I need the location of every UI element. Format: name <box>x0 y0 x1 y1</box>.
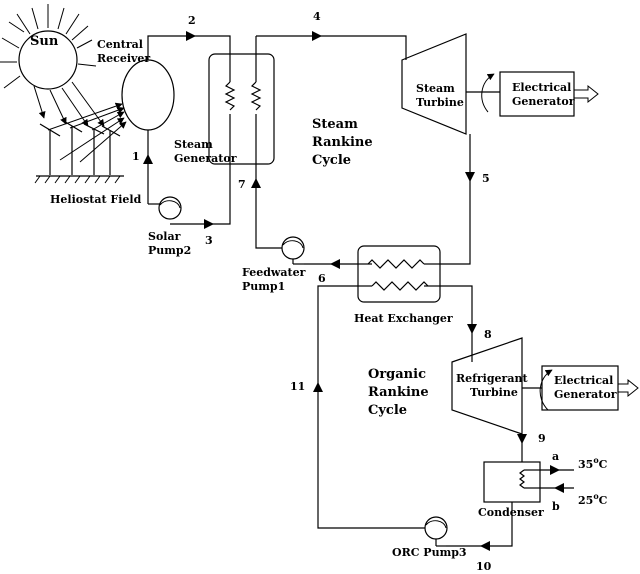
reflected-rays <box>47 102 127 163</box>
arrow-state-5 <box>465 172 475 182</box>
steam-rankine-label-line1: Steam <box>312 117 358 132</box>
steam-rankine-label-line2: Rankine <box>312 135 373 150</box>
organic-rankine-label-line2: Rankine <box>368 385 429 400</box>
electrical-generator-1 <box>499 71 575 117</box>
temp-b-unit: C <box>599 494 608 507</box>
solar-pump-label-line1: Solar <box>148 230 181 243</box>
heat-exchanger-label: Heat Exchanger <box>354 312 453 325</box>
steam-turbine-label-line1: Steam <box>416 82 455 95</box>
state-3-label: 3 <box>205 234 213 247</box>
cooling-water-in-b <box>540 483 574 493</box>
arrow-state-6 <box>330 259 340 269</box>
solar-rays <box>33 81 105 127</box>
state-10-label: 10 <box>476 560 492 573</box>
state-8-label: 8 <box>484 328 492 341</box>
temp-b-degree: o <box>593 491 599 501</box>
organic-rankine-label-line1: Organic <box>368 367 426 382</box>
temp-a-unit: C <box>599 458 608 471</box>
electrical-generator-1-label-line1: Electrical <box>512 81 571 94</box>
condenser-coil <box>519 469 540 489</box>
sun-icon <box>0 4 97 90</box>
temp-b-label: 25oC <box>578 491 608 507</box>
pipe-state-4 <box>256 35 407 60</box>
arrow-state-3 <box>204 219 214 229</box>
pipe-state-3 <box>170 160 231 225</box>
arrow-state-2 <box>186 31 196 41</box>
orc-pump-label: ORC Pump3 <box>392 546 467 559</box>
state-4-label: 4 <box>313 10 321 23</box>
arrow-state-11 <box>313 382 323 392</box>
state-7-label: 7 <box>238 178 246 191</box>
steam-turbine-label-line2: Turbine <box>416 96 464 109</box>
temp-a-label: 35oC <box>578 455 608 471</box>
pipe-state-5 <box>440 134 471 265</box>
temp-b-value: 25 <box>578 494 593 507</box>
electrical-generator-2 <box>541 365 619 411</box>
pipe-state-11 <box>317 285 425 529</box>
steam-generator-label-line1: Steam <box>174 138 213 151</box>
arrow-state-10 <box>480 541 490 551</box>
refrigerant-turbine-label-line1: Refrigerant <box>456 372 528 385</box>
refrigerant-turbine-label-line2: Turbine <box>470 386 518 399</box>
heat-exchanger <box>357 245 441 303</box>
heliostat-field-label: Heliostat Field <box>50 193 142 206</box>
state-1-label: 1 <box>132 150 140 163</box>
sun-label: Sun <box>30 34 59 49</box>
temp-a-value: 35 <box>578 458 593 471</box>
solar-pump-label-line2: Pump2 <box>148 244 191 257</box>
refrigerant-turbine-shaft <box>522 369 553 411</box>
state-2-label: 2 <box>188 14 196 27</box>
arrow-state-1 <box>143 154 153 164</box>
pipe-state-8 <box>440 285 473 362</box>
power-output-arrow-1 <box>574 84 599 104</box>
steam-generator-label-line2: Generator <box>174 152 237 165</box>
organic-rankine-label-line3: Cycle <box>368 403 407 418</box>
state-9-label: 9 <box>538 432 546 445</box>
stream-a-label: a <box>552 450 559 463</box>
feedwater-pump-icon <box>281 236 305 265</box>
electrical-generator-2-label-line2: Generator <box>554 388 617 401</box>
electrical-generator-1-label-line2: Generator <box>512 95 575 108</box>
central-receiver-label-line1: Central <box>97 38 143 51</box>
electrical-generator-2-label-line1: Electrical <box>554 374 613 387</box>
state-5-label: 5 <box>482 172 490 185</box>
central-receiver <box>121 59 175 131</box>
ground-hatch <box>34 175 124 184</box>
svg-text:25oC: 25oC <box>578 491 608 507</box>
orc-pump-icon <box>424 516 448 547</box>
pipe-state-2 <box>147 35 231 60</box>
condenser <box>483 461 541 503</box>
state-11-label: 11 <box>290 380 305 393</box>
arrow-state-4 <box>312 31 322 41</box>
steam-generator <box>208 53 275 165</box>
stream-b-label: b <box>552 500 560 513</box>
steam-turbine <box>401 33 467 135</box>
pipe-state-7 <box>255 164 282 249</box>
pipe-state-10 <box>446 502 513 547</box>
power-output-arrow-2 <box>618 378 639 398</box>
state-6-label: 6 <box>318 272 326 285</box>
svg-text:35oC: 35oC <box>578 455 608 471</box>
arrow-state-9 <box>517 434 527 444</box>
arrow-state-7 <box>251 178 261 188</box>
condenser-label: Condenser <box>478 506 544 519</box>
steam-rankine-label-line3: Cycle <box>312 153 351 168</box>
cooling-water-out-a <box>540 465 574 475</box>
feedwater-pump-label-line2: Pump1 <box>242 280 285 293</box>
heat-exchanger-coils <box>358 259 440 291</box>
steam-turbine-shaft <box>466 73 500 113</box>
feedwater-pump-label-line1: Feedwater <box>242 266 306 279</box>
temp-a-degree: o <box>593 455 599 465</box>
arrow-state-8 <box>467 324 477 334</box>
steam-generator-coils <box>224 36 262 164</box>
solar-pump-icon <box>148 196 182 220</box>
central-receiver-label-line2: Receiver <box>97 52 150 65</box>
